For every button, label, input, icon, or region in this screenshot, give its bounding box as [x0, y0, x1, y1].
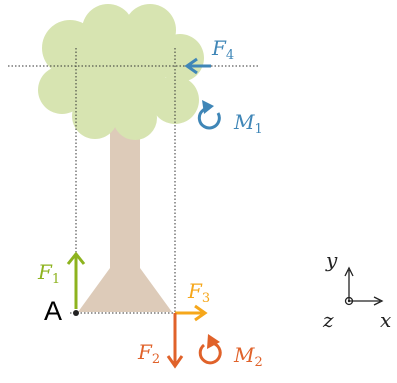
axis-label-x: x	[380, 308, 392, 332]
z-axis-circle	[344, 296, 354, 306]
label-f3: F3	[188, 279, 211, 306]
tree-trunk	[78, 125, 172, 312]
label-f2: F2	[138, 340, 161, 367]
label-m1: M1	[234, 110, 263, 137]
force-f3-arrow	[175, 304, 208, 322]
y-axis-arrowhead	[344, 266, 354, 277]
label-m2: M2	[234, 343, 263, 370]
moment-m2-arrowhead	[207, 334, 220, 349]
moment-m1-arrowhead	[202, 100, 214, 114]
moment-m2-arrow	[198, 341, 222, 365]
label-f4: F4	[212, 36, 235, 63]
coordinate-axes	[344, 266, 384, 306]
force-f4-arrow	[184, 57, 211, 75]
x-axis-arrowhead	[373, 296, 384, 306]
label-f1: F1	[38, 260, 61, 287]
axis-label-y: y	[326, 248, 338, 272]
z-axis-dot	[347, 299, 351, 303]
tree-canopy	[38, 4, 204, 140]
force-f2-arrow	[166, 313, 184, 369]
axis-label-z: z	[323, 308, 334, 332]
moment-m1-arrow	[197, 106, 221, 130]
label-point-a: A	[44, 296, 63, 326]
point-a-dot	[73, 310, 79, 316]
force-f1-arrow	[66, 251, 86, 309]
